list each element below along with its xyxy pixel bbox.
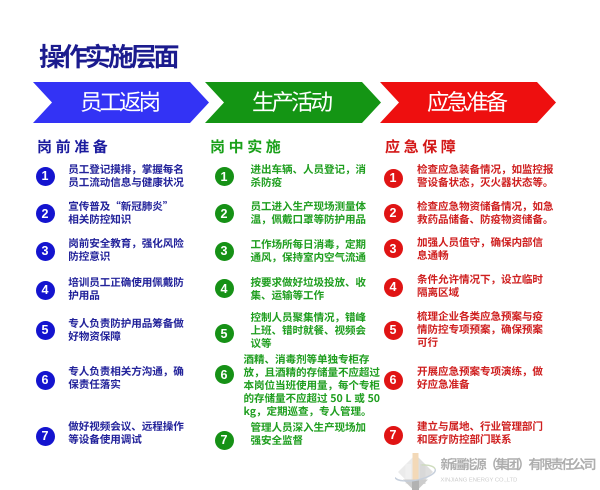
svg-text:XINJIANG ENERGY CO.,LTD: XINJIANG ENERGY CO.,LTD bbox=[441, 477, 518, 483]
svg-text:新疆能源（集团）有限责任公司: 新疆能源（集团）有限责任公司 bbox=[441, 454, 596, 473]
